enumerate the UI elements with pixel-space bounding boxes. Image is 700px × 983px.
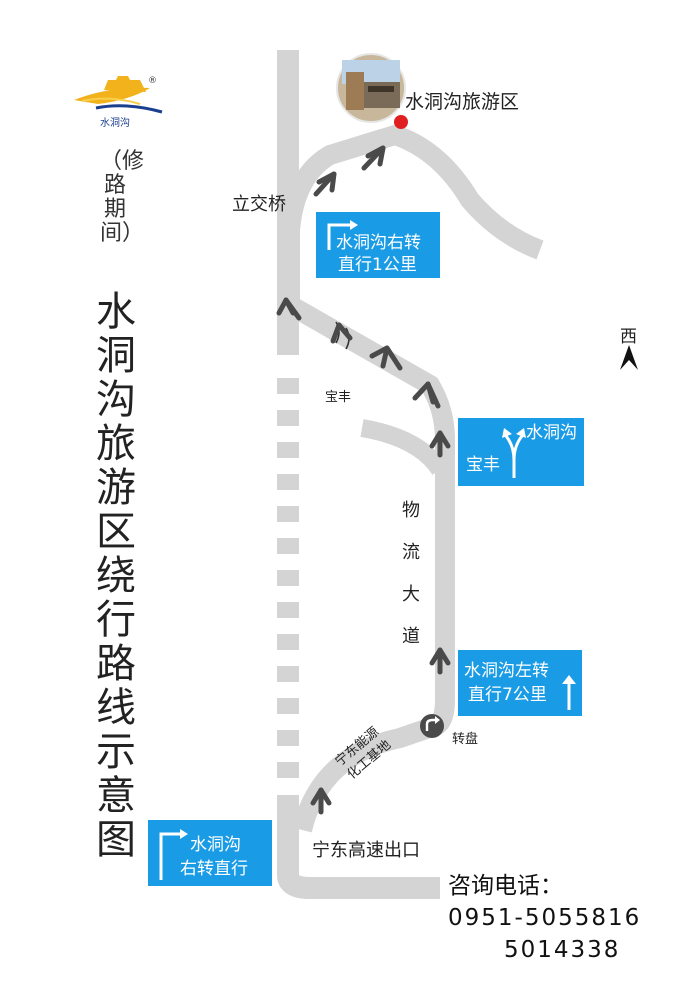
route-direction-arrows bbox=[276, 145, 451, 815]
phone-number-2: 5014338 bbox=[504, 937, 621, 963]
road-to-destination bbox=[280, 124, 544, 310]
page-title: 水洞沟旅游区绕行路线示意图 bbox=[96, 289, 136, 863]
road-ningdong-base bbox=[292, 717, 436, 833]
baofeng-label: 宝丰 bbox=[325, 390, 352, 405]
roundabout-label: 转盘 bbox=[452, 732, 479, 747]
logo-icon bbox=[74, 76, 163, 114]
main-road-dashed bbox=[277, 378, 299, 778]
sign-right-turn-1km-line2: 直行1公里 bbox=[338, 255, 417, 275]
fork-arrow-icon bbox=[502, 428, 526, 478]
sign-baofeng-left: 宝丰 bbox=[466, 455, 500, 475]
overpass-label: 立交桥 bbox=[232, 194, 286, 215]
logo-text: 水洞沟 bbox=[100, 118, 130, 129]
north-marker-label: 西 bbox=[620, 327, 637, 347]
main-road-bottom bbox=[277, 795, 440, 899]
title-sub: （修路期间） bbox=[100, 149, 145, 246]
roundabout-icon bbox=[420, 714, 444, 738]
contact-label: 咨询电话： bbox=[448, 873, 563, 899]
road-logistics-avenue bbox=[429, 435, 455, 737]
logistics-avenue-label: 物流大道 bbox=[402, 500, 420, 647]
road-baofeng-branch bbox=[360, 419, 448, 476]
sign-baofeng-split: 宝丰 水洞沟 bbox=[458, 418, 584, 486]
destination-photo bbox=[336, 53, 406, 123]
turn-right-arrow-icon bbox=[327, 220, 358, 250]
trademark-mark: ® bbox=[148, 76, 157, 86]
sign-exit-right: 水洞沟 右转直行 bbox=[148, 820, 272, 886]
north-arrow-icon bbox=[620, 345, 638, 370]
road-baofeng-connector bbox=[285, 296, 455, 441]
straight-arrow-icon bbox=[562, 675, 576, 710]
destination-marker bbox=[394, 115, 408, 129]
sign-exit-right-line2: 右转直行 bbox=[180, 859, 248, 879]
sign-baofeng-right: 水洞沟 bbox=[526, 423, 577, 443]
sign-left-turn-7km-line2: 直行7公里 bbox=[468, 685, 547, 705]
roundabout-arrow bbox=[425, 718, 436, 731]
sign-left-turn-7km: 水洞沟左转 直行7公里 bbox=[458, 650, 582, 716]
sign-left-turn-7km-line1: 水洞沟左转 bbox=[464, 661, 549, 681]
turn-right-arrow-icon bbox=[159, 829, 188, 880]
destination-label: 水洞沟旅游区 bbox=[405, 91, 520, 113]
sign-right-turn-1km: 水洞沟右转 直行1公里 bbox=[316, 212, 440, 278]
sign-exit-right-line1: 水洞沟 bbox=[190, 835, 241, 855]
highway-exit-label: 宁东高速出口 bbox=[312, 840, 420, 861]
contact-block: 咨询电话： 0951-5055816 5014338 bbox=[448, 870, 668, 966]
sign-right-turn-1km-line1: 水洞沟右转 bbox=[336, 233, 421, 253]
phone-number-1: 0951-5055816 bbox=[448, 905, 642, 931]
